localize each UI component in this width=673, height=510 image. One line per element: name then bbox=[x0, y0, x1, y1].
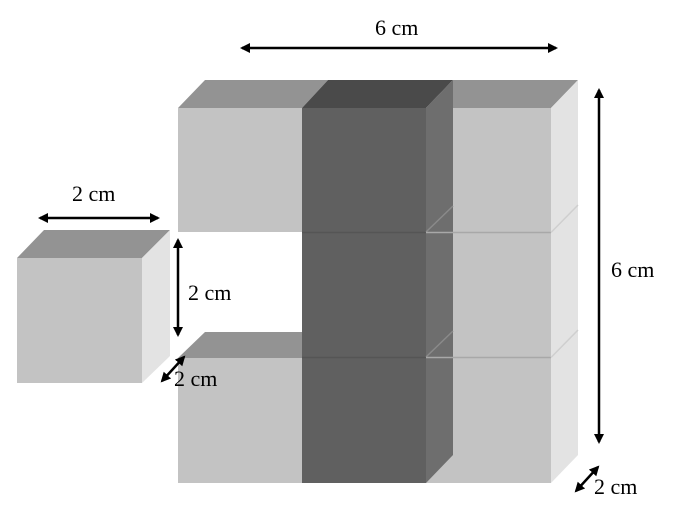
row-separators bbox=[302, 204, 579, 359]
small-height-label: 2 cm bbox=[188, 280, 232, 305]
slab-top-faces bbox=[178, 80, 578, 108]
bottom-left-top-face bbox=[178, 332, 302, 358]
small-cube bbox=[17, 230, 170, 383]
right-height-label: 6 cm bbox=[611, 257, 655, 282]
dimension-arrows bbox=[38, 43, 604, 493]
slab-right-side bbox=[551, 80, 578, 483]
bottom-depth-arrow bbox=[574, 465, 600, 493]
slab-front-faces bbox=[178, 108, 551, 483]
small-width-label: 2 cm bbox=[72, 181, 116, 206]
bottom-depth-label: 2 cm bbox=[594, 474, 638, 499]
top-width-label: 6 cm bbox=[375, 15, 419, 40]
small-depth-label: 2 cm bbox=[174, 366, 218, 391]
small-depth-arrow bbox=[160, 355, 186, 383]
dark-column-side bbox=[425, 80, 454, 483]
